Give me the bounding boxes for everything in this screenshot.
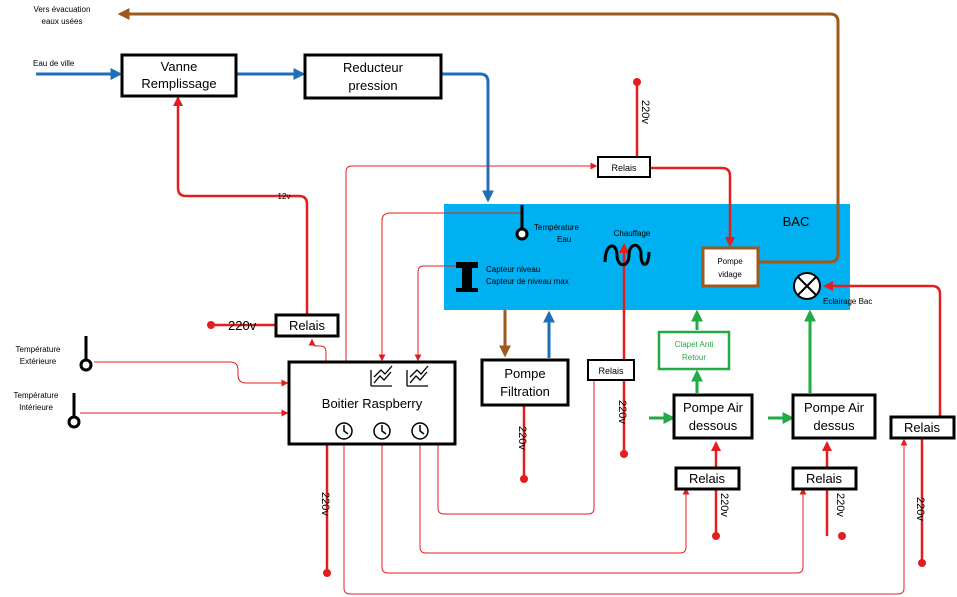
drain-label-1: Vers évacuation — [34, 5, 91, 14]
air-pump-over-label-2: dessus — [813, 418, 855, 433]
filter-pump-box — [480, 358, 570, 407]
valve-label-2: Remplissage — [141, 76, 216, 91]
temp-water-probe-icon — [515, 205, 529, 241]
temp-water-label-1: Température — [534, 223, 579, 232]
level-label-1: Capteur niveau — [486, 265, 540, 274]
temp-ext-probe-icon — [79, 336, 93, 372]
v12-label: 12v — [278, 192, 291, 201]
air-pump-over-box — [791, 393, 877, 440]
ctrl-to-left-relay — [308, 338, 327, 362]
relay-output-icon-2 — [373, 422, 391, 440]
power-dot-light — [918, 559, 926, 567]
heater-coil-icon — [603, 243, 651, 267]
power-dot-filter — [520, 475, 528, 483]
drain-line — [117, 7, 840, 264]
relay-output-icon-3 — [411, 422, 429, 440]
check-valve-box — [657, 330, 731, 371]
controller-box — [287, 360, 457, 446]
power-dot-air2 — [838, 532, 846, 540]
city-water-label: Eau de ville — [33, 59, 75, 68]
relay-to-drain-pump — [650, 166, 735, 247]
relay-left-label: Relais — [289, 318, 326, 333]
reducer-box — [303, 53, 443, 100]
ctrl-to-air2-relay — [381, 444, 807, 574]
valve-box — [120, 53, 238, 98]
light-bulb-icon — [793, 272, 821, 300]
relay-left-box — [274, 313, 340, 338]
level-signal — [414, 265, 456, 362]
filter-pump-label-2: Filtration — [500, 384, 550, 399]
relay-air1-label: Relais — [689, 471, 726, 486]
v220-air1-label: 220v — [718, 493, 730, 517]
v220-controller-label: 220v — [319, 492, 331, 516]
tank-label: BAC — [783, 214, 810, 229]
air-pump-under-box — [672, 393, 754, 440]
ctrl-to-air1-relay — [419, 444, 690, 554]
power-dot-top — [633, 78, 641, 86]
relay-light-label: Relais — [904, 420, 941, 435]
check-valve-label-1: Clapet Anti — [675, 340, 714, 349]
air-pump-under-label-2: dessous — [689, 418, 738, 433]
power-dot-controller — [323, 569, 331, 577]
power-dot-left — [207, 321, 215, 329]
power-dot-air1 — [712, 532, 720, 540]
v220-top-label: 220v — [639, 100, 651, 124]
v220-light-label: 220v — [914, 497, 926, 521]
v220-left-label: 220v — [228, 318, 257, 333]
v220-air2-label: 220v — [834, 493, 846, 517]
v220-filter-label: 220v — [516, 426, 528, 450]
check-valve-label-2: Retour — [682, 353, 706, 362]
light-power-line — [823, 281, 942, 416]
temp-int-label-2: Intérieure — [19, 403, 53, 412]
power-dot-heater — [620, 450, 628, 458]
air-pump-over-label-1: Pompe Air — [804, 400, 865, 415]
v220-heater-label: 220v — [616, 400, 628, 424]
level-sensor-icon — [456, 262, 478, 292]
temp-water-label-2: Eau — [557, 235, 571, 244]
relay-heater-label: Relais — [598, 366, 624, 376]
drain-label-2: eaux usées — [42, 17, 83, 26]
relay-air2-box — [791, 466, 858, 491]
relay-top-box — [597, 156, 651, 178]
sensor-input-icon-1 — [370, 365, 393, 387]
ctrl-to-light-relay — [343, 438, 908, 595]
drain-pump-box — [701, 246, 760, 288]
air-pump-under-label-1: Pompe Air — [683, 400, 744, 415]
heater-label: Chauffage — [614, 229, 651, 238]
valve-label-1: Vanne — [161, 59, 198, 74]
relay-air1-box — [674, 466, 741, 491]
filter-pump-label-1: Pompe — [504, 366, 545, 381]
reducer-label-2: pression — [348, 78, 397, 93]
sensor-input-icon-2 — [406, 365, 429, 387]
temp-ext-label-1: Température — [16, 345, 61, 354]
ctrl-to-top-relay — [345, 162, 598, 362]
reducer-label-1: Reducteur — [343, 60, 404, 75]
relay-heater-box — [587, 359, 635, 381]
relay-top-label: Relais — [611, 163, 637, 173]
temp-water-signal — [378, 212, 523, 362]
drain-pump-label-1: Pompe — [717, 257, 743, 266]
tank-area — [444, 204, 850, 310]
tank-light-label: Eclairage Bac — [823, 297, 872, 306]
relay-air2-label: Relais — [806, 471, 843, 486]
ctrl-to-heater-relay — [437, 368, 599, 515]
temp-int-label-1: Température — [14, 391, 59, 400]
level-label-2: Capteur de niveau max — [486, 277, 569, 286]
temp-ext-label-2: Extérieure — [20, 357, 57, 366]
temp-ext-signal — [94, 361, 289, 387]
valve-12v-line — [173, 96, 309, 318]
drain-pump-label-2: vidage — [718, 270, 742, 279]
reducer-to-tank-line — [442, 72, 494, 203]
relay-output-icon-1 — [335, 422, 353, 440]
temp-int-probe-icon — [67, 393, 81, 429]
relay-light-box — [889, 415, 956, 440]
controller-label: Boitier Raspberry — [322, 396, 423, 411]
